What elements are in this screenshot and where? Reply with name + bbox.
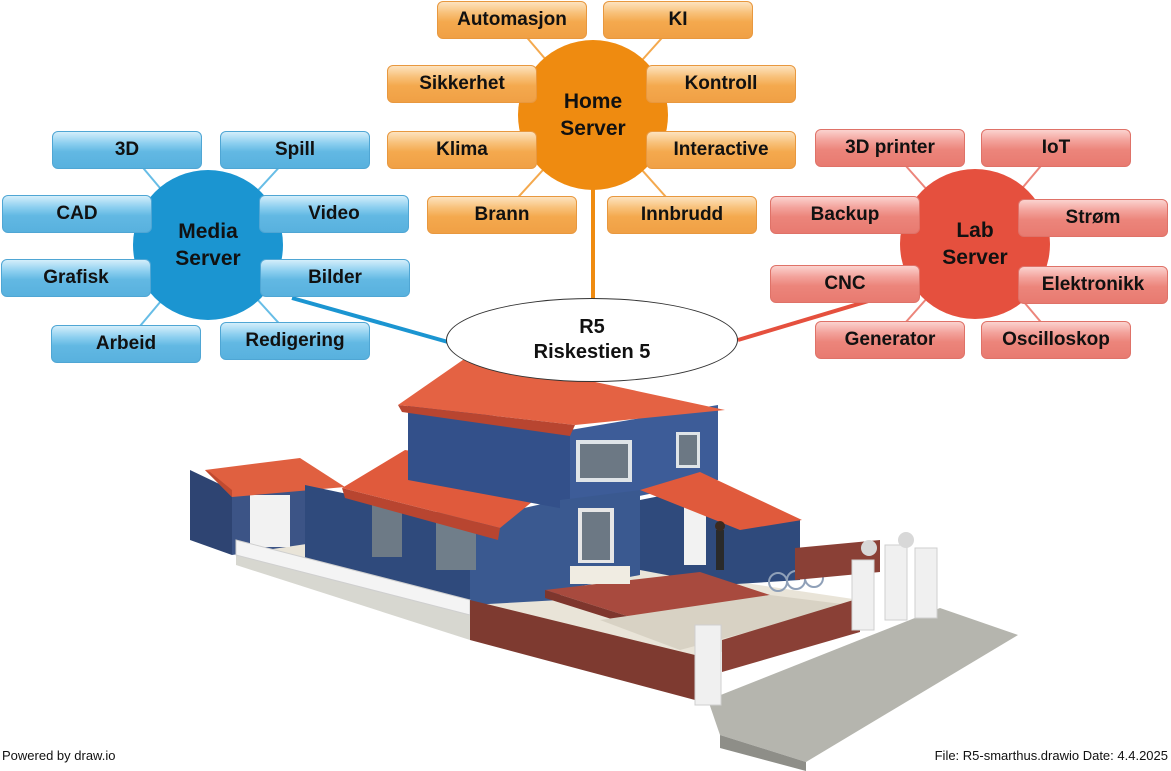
address-line1: R5 xyxy=(579,316,605,338)
media-item-arbeid: Arbeid xyxy=(51,325,201,363)
media-item-bilder: Bilder xyxy=(260,259,410,297)
lab-item-backup: Backup xyxy=(770,196,920,234)
lab-item-generator: Generator xyxy=(815,321,965,359)
address-line2: Riskestien 5 xyxy=(533,341,651,363)
media-hub-line2: Server xyxy=(175,247,241,270)
lab-hub-line1: Lab xyxy=(956,219,994,242)
media-item-redigering: Redigering xyxy=(220,322,370,360)
home-item-kontroll: Kontroll xyxy=(646,65,796,103)
home-hub-line1: Home xyxy=(563,90,623,113)
media-item-video: Video xyxy=(259,195,409,233)
address-ellipse: R5 Riskestien 5 xyxy=(446,298,738,382)
media-item-spill: Spill xyxy=(220,131,370,169)
media-connector xyxy=(291,296,449,344)
home-hub-line2: Server xyxy=(560,117,626,140)
house-illustration xyxy=(190,332,1018,771)
lab-item-elektronikk: Elektronikk xyxy=(1018,266,1168,304)
lab-item-iot: IoT xyxy=(981,129,1131,167)
media-item-grafisk: Grafisk xyxy=(1,259,151,297)
home-item-sikkerhet: Sikkerhet xyxy=(387,65,537,103)
home-item-klima: Klima xyxy=(387,131,537,169)
home-item-innbrudd: Innbrudd xyxy=(607,196,757,234)
lab-item-strom: Strøm xyxy=(1018,199,1168,237)
lab-item-3d-printer: 3D printer xyxy=(815,129,965,167)
media-item-3d: 3D xyxy=(52,131,202,169)
home-item-interactive: Interactive xyxy=(646,131,796,169)
lab-item-cnc: CNC xyxy=(770,265,920,303)
lab-hub-line2: Server xyxy=(942,246,1008,269)
home-item-ki: KI xyxy=(603,1,753,39)
media-hub-line1: Media xyxy=(178,220,238,243)
powered-by-label: Powered by draw.io xyxy=(2,748,116,763)
lab-item-oscilloskop: Oscilloskop xyxy=(981,321,1131,359)
file-info-label: File: R5-smarthus.drawio Date: 4.4.2025 xyxy=(934,748,1168,763)
home-item-brann: Brann xyxy=(427,196,577,234)
home-item-automasjon: Automasjon xyxy=(437,1,587,39)
media-item-cad: CAD xyxy=(2,195,152,233)
